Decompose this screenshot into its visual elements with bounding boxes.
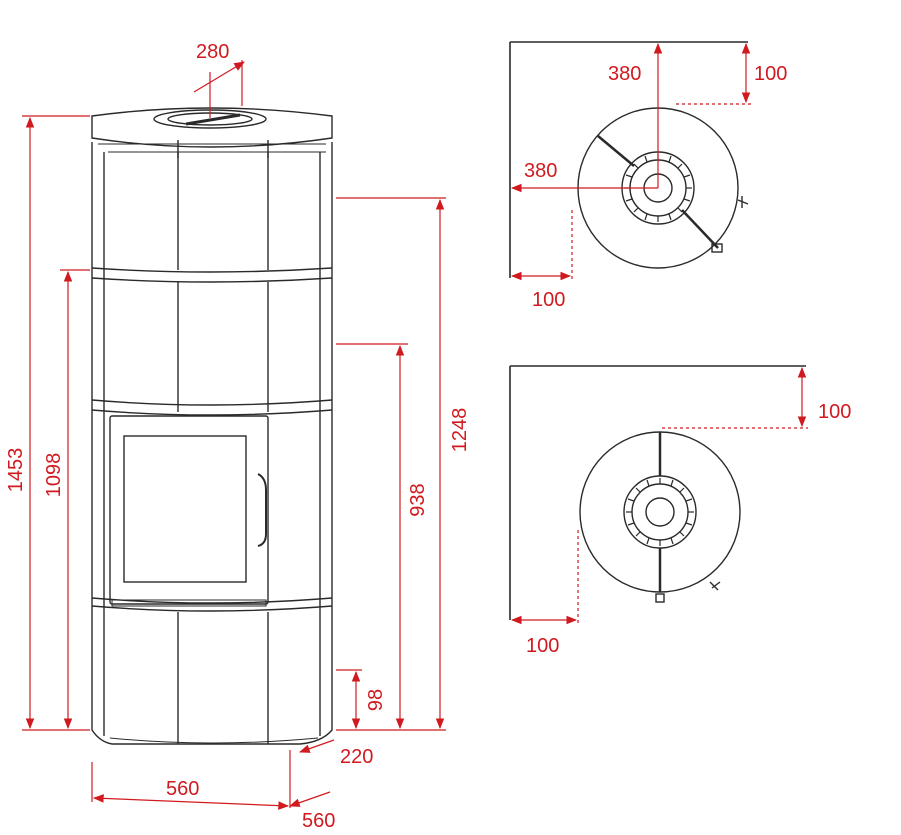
corner-dimension-labels: 100 380 380 100 — [524, 63, 787, 311]
dim-label-total-height: 1453 — [5, 448, 27, 493]
dim-label-wall-back-clearance: 100 — [818, 401, 851, 423]
dim-label-flue-center-from-back: 380 — [608, 63, 641, 85]
stove-door — [109, 415, 269, 607]
stove-body — [91, 142, 333, 745]
dim-label-side-outlet-height: 938 — [407, 483, 429, 516]
dim-label-rear-outlet-height: 1248 — [449, 408, 471, 453]
dim-label-corner-side-clearance: 100 — [532, 289, 565, 311]
wall-stove-plan — [579, 431, 741, 603]
dim-label-air-inlet-height: 98 — [365, 689, 387, 711]
wall-dimension-lines — [510, 366, 808, 625]
dim-label-flue-connection-height: 1098 — [43, 453, 65, 498]
corner-walls — [509, 41, 748, 278]
dim-label-air-inlet-offset: 220 — [340, 746, 373, 768]
front-view: 280 1453 1098 1248 938 98 220 560 560 — [5, 41, 471, 832]
dimension-lines — [22, 60, 446, 810]
dim-label-depth: 560 — [302, 810, 335, 832]
dim-label-width: 560 — [166, 778, 199, 800]
corner-dimension-lines — [510, 42, 752, 282]
wall-walls — [509, 365, 806, 620]
wall-dimension-labels: 100 100 — [526, 401, 851, 657]
stove-top-cap — [91, 107, 333, 158]
dim-label-flue-center-from-side: 380 — [524, 160, 557, 182]
dimension-labels: 280 1453 1098 1248 938 98 220 560 560 — [5, 41, 471, 832]
dim-label-flue-diameter: 280 — [196, 41, 229, 63]
dim-label-corner-back-clearance: 100 — [754, 63, 787, 85]
wall-grate-slots — [626, 478, 694, 546]
wall-install-view: 100 100 — [509, 365, 851, 657]
corner-install-view: 100 380 380 100 — [509, 41, 787, 311]
dim-label-wall-side-clearance: 100 — [526, 635, 559, 657]
